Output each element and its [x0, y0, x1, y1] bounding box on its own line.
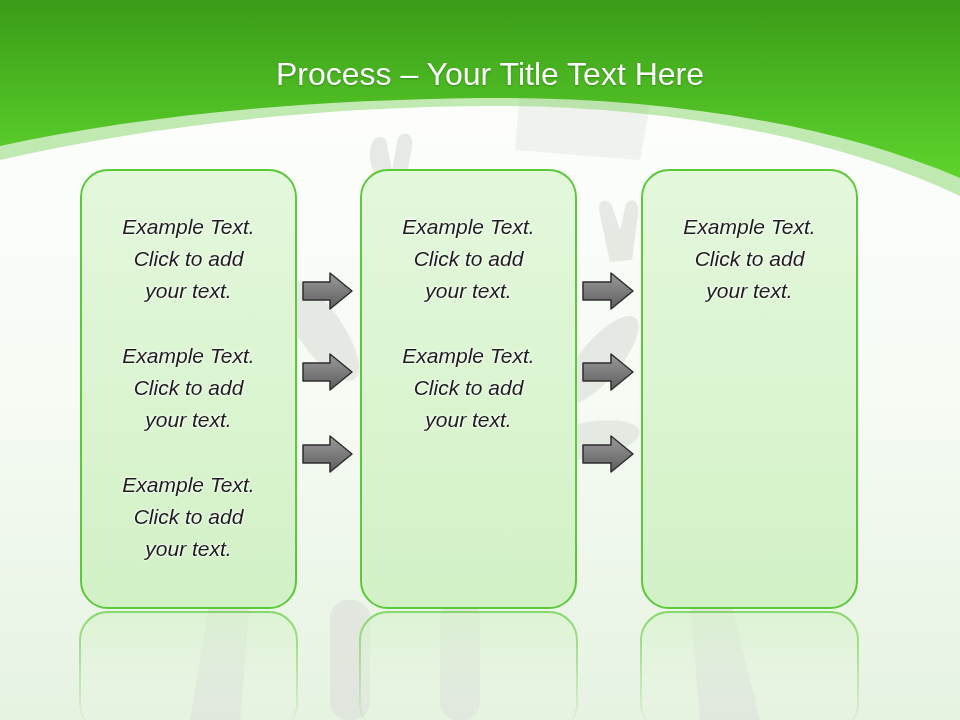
block-arrow: [583, 354, 633, 390]
box-text: Example Text. Click to add your text.: [391, 340, 547, 436]
header-band: [0, 0, 960, 178]
box-text: Example Text. Click to add your text.: [111, 469, 267, 565]
box-text: Example Text. Click to add your text.: [111, 211, 267, 307]
process-box: Example Text. Click to add your text. Exa…: [360, 169, 577, 609]
block-arrow: [303, 436, 352, 472]
box-text: Example Text. Click to add your text.: [391, 211, 547, 307]
block-arrow: [583, 436, 633, 472]
process-box: Example Text. Click to add your text.: [641, 169, 858, 609]
slide-title: Process – Your Title Text Here: [0, 52, 960, 96]
block-arrow: [303, 273, 352, 309]
box-text: Example Text. Click to add your text.: [111, 340, 267, 436]
process-box: Example Text. Click to add your text. Exa…: [80, 169, 297, 609]
box-text: Example Text. Click to add your text.: [672, 211, 828, 307]
header-band-light: [0, 0, 960, 196]
box-reflections: [80, 612, 858, 720]
block-arrow: [583, 273, 633, 309]
block-arrow: [303, 354, 352, 390]
